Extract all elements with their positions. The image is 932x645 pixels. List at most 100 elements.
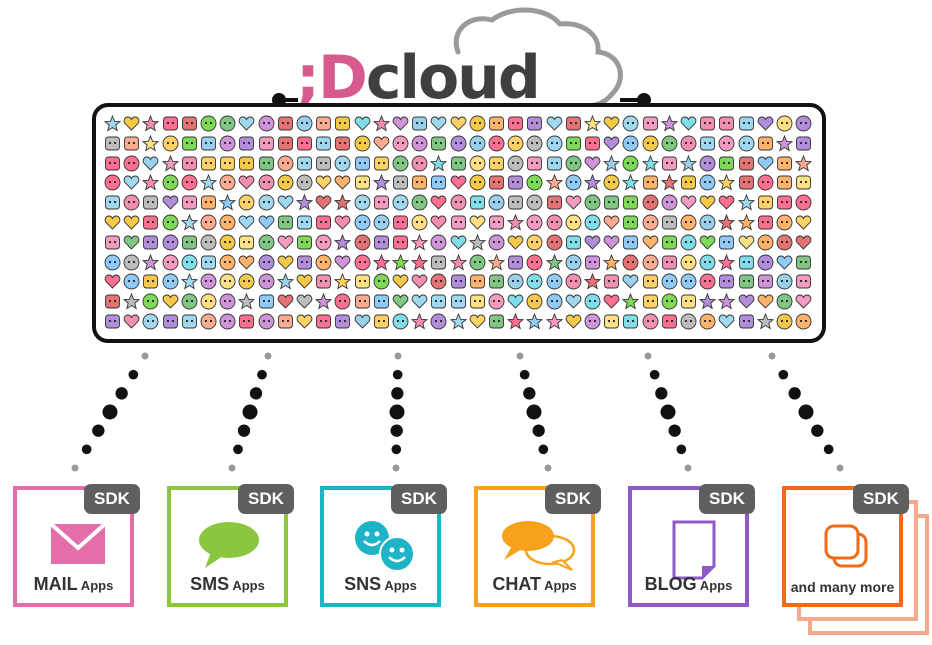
emoji-icon xyxy=(757,116,774,131)
app-label: SMS Apps xyxy=(190,574,265,594)
emoji-icon xyxy=(181,195,197,210)
emoji-icon xyxy=(623,215,639,230)
logo-semicolon: ; xyxy=(296,43,320,113)
emoji-icon xyxy=(795,313,812,330)
emoji-icon xyxy=(526,135,543,152)
emoji-icon xyxy=(603,116,620,131)
emoji-icon xyxy=(296,174,313,191)
app-card-sms[interactable]: SDK SMS Apps xyxy=(167,484,294,607)
connector-dot xyxy=(394,352,402,360)
connector-dot xyxy=(389,404,405,420)
emoji-icon xyxy=(642,116,658,131)
emoji-icon xyxy=(642,313,659,330)
app-card-mail[interactable]: SDK MAIL Apps xyxy=(13,484,140,607)
document-page-icon xyxy=(632,520,745,580)
emoji-icon xyxy=(277,294,294,309)
emoji-icon xyxy=(718,135,735,152)
emoji-icon xyxy=(219,174,236,191)
emoji-icon xyxy=(469,115,486,132)
emoji-icon xyxy=(776,115,793,132)
connector-dot xyxy=(392,369,403,380)
emoji-icon xyxy=(738,235,754,250)
emoji-icon xyxy=(584,313,601,330)
emoji-icon xyxy=(411,274,428,290)
emoji-icon xyxy=(277,174,294,191)
emoji-icon xyxy=(546,293,563,310)
emoji-icon xyxy=(680,195,697,210)
emoji-icon xyxy=(469,135,486,152)
mail-envelope-icon xyxy=(17,520,130,572)
emoji-icon xyxy=(431,215,447,230)
emoji-icon xyxy=(201,255,216,270)
emoji-icon xyxy=(776,134,793,152)
emoji-icon xyxy=(642,294,658,309)
emoji-icon xyxy=(642,254,659,271)
emoji-icon xyxy=(430,273,447,290)
emoji-icon xyxy=(123,175,140,191)
emoji-icon xyxy=(661,135,678,152)
emoji-icon xyxy=(603,253,621,271)
emoji-icon xyxy=(297,156,312,171)
emoji-icon xyxy=(412,175,428,190)
emoji-icon xyxy=(757,274,773,289)
emoji-icon xyxy=(334,233,352,251)
emoji-icon xyxy=(181,174,198,191)
emoji-icon xyxy=(642,274,658,289)
emoji-icon xyxy=(642,175,658,190)
emoji-icon xyxy=(105,235,120,250)
emoji-icon xyxy=(604,195,620,210)
emoji-icon xyxy=(488,253,505,271)
app-card-sns[interactable]: SDK SNS Apps xyxy=(320,484,447,607)
emoji-icon xyxy=(373,214,390,231)
connector-dot xyxy=(660,404,676,420)
app-card-more[interactable]: SDK and many more xyxy=(782,484,909,607)
emoji-icon xyxy=(354,234,371,251)
emoji-icon xyxy=(123,235,140,250)
emoji-icon xyxy=(219,254,236,271)
emoji-icon xyxy=(757,136,773,151)
emoji-icon xyxy=(450,194,467,211)
emoji-icon xyxy=(354,156,370,171)
emoji-icon xyxy=(372,174,390,191)
emoji-icon xyxy=(200,273,217,290)
emoji-icon xyxy=(661,156,677,171)
emoji-icon xyxy=(354,116,370,131)
emoji-icon xyxy=(220,156,236,171)
connector-dot xyxy=(128,369,139,380)
emoji-icon xyxy=(162,234,179,251)
connector-dot xyxy=(778,369,789,380)
emoji-icon xyxy=(699,195,716,210)
connector-dot xyxy=(392,464,400,472)
connector-dot xyxy=(655,387,668,400)
emoji-icon xyxy=(680,254,697,271)
emoji-icon xyxy=(622,155,639,172)
emoji-icon xyxy=(258,254,275,271)
emoji-icon xyxy=(796,175,812,190)
connector-dot xyxy=(228,464,236,472)
emoji-icon xyxy=(277,136,293,151)
emoji-icon xyxy=(335,215,351,230)
emoji-icon xyxy=(373,136,390,151)
emoji-icon xyxy=(565,174,582,191)
emoji-icon xyxy=(200,115,217,132)
connector-dot xyxy=(836,464,844,472)
connector-dot xyxy=(676,444,687,455)
app-card-chat[interactable]: SDK CHAT Apps xyxy=(474,484,601,607)
app-card-blog[interactable]: SDK BLOG Apps xyxy=(628,484,755,607)
emoji-icon xyxy=(680,273,697,290)
emoji-icon xyxy=(508,175,524,190)
emoji-icon xyxy=(603,235,620,250)
emoji-icon xyxy=(200,174,217,191)
emoji-icon xyxy=(469,274,485,289)
connector-dot xyxy=(264,352,272,360)
emoji-icon xyxy=(699,293,717,310)
emoji-icon xyxy=(354,294,370,309)
emoji-icon xyxy=(450,274,466,289)
emoji-icon xyxy=(757,156,774,171)
emoji-icon xyxy=(507,313,525,330)
emoji-icon xyxy=(738,156,754,171)
connector-dot xyxy=(798,404,814,420)
emoji-icon xyxy=(430,154,448,172)
emoji-icon xyxy=(181,314,197,329)
